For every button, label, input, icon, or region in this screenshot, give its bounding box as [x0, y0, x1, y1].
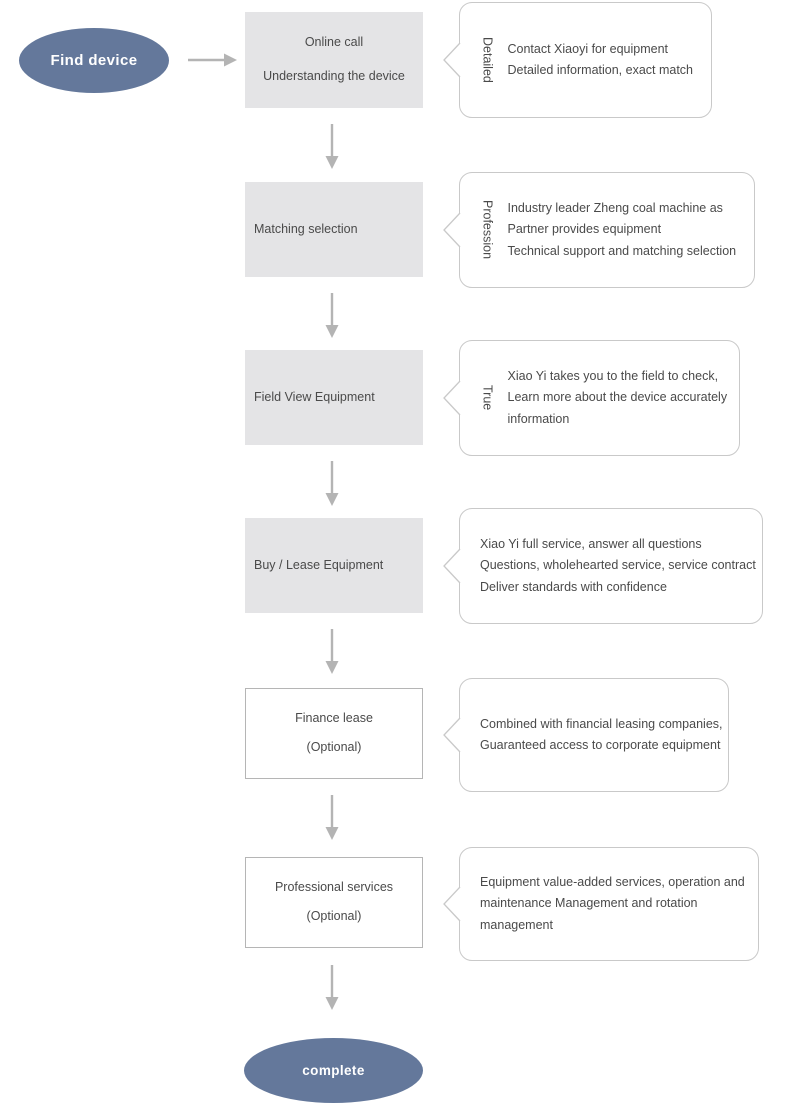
callout-tail-icon — [443, 42, 461, 78]
process-step-1[interactable]: Online call Understanding the device — [245, 12, 423, 108]
callout-detailed[interactable]: Detailed Contact Xiaoyi for equipment De… — [443, 2, 712, 118]
callout-5-body: Combined with financial leasing companie… — [460, 714, 737, 757]
callout-6-line-1: Equipment value-added services, operatio… — [480, 874, 745, 889]
callout-3-vertical-label: True — [480, 385, 495, 411]
arrow-down-step5-to-step6 — [325, 795, 339, 840]
arrow-down-step3-to-step4 — [325, 461, 339, 506]
callout-1-line-2: Detailed information, exact match — [507, 63, 694, 77]
callout-tail-icon — [443, 717, 461, 753]
process-step-1-line-1: Online call — [304, 35, 364, 50]
callout-2-line-3: Technical support and matching selection — [507, 243, 737, 258]
process-step-4-line-1: Buy / Lease Equipment — [254, 557, 384, 572]
end-node-label: complete — [302, 1063, 365, 1078]
callout-professional-services[interactable]: Equipment value-added services, operatio… — [443, 847, 759, 961]
process-step-3[interactable]: Field View Equipment — [245, 350, 423, 445]
process-step-5-finance-lease[interactable]: Finance lease (Optional) — [245, 688, 423, 779]
callout-profession[interactable]: Profession Industry leader Zheng coal ma… — [443, 172, 755, 288]
callout-2-body: Industry leader Zheng coal machine as Pa… — [502, 198, 751, 263]
process-step-5-line-1: Finance lease — [295, 711, 373, 726]
callout-tail-icon — [443, 548, 461, 584]
callout-4-body: Xiao Yi full service, answer all questio… — [460, 534, 770, 599]
callout-6-body: Equipment value-added services, operatio… — [460, 872, 759, 937]
callout-true[interactable]: True Xiao Yi takes you to the field to c… — [443, 340, 742, 456]
process-step-2[interactable]: Matching selection — [245, 182, 423, 277]
callout-3-line-2: Learn more about the device accurately — [507, 390, 728, 405]
callout-6-line-2: maintenance Management and rotation — [480, 896, 698, 911]
process-step-6-line-1: Professional services — [274, 880, 394, 895]
arrow-right-start-to-step1 — [188, 53, 237, 67]
process-step-4[interactable]: Buy / Lease Equipment — [245, 518, 423, 613]
callout-1-vertical-label: Detailed — [480, 37, 495, 83]
callout-4-line-1: Xiao Yi full service, answer all questio… — [480, 536, 702, 551]
process-step-1-line-2: Understanding the device — [263, 69, 405, 83]
callout-tail-icon — [443, 380, 461, 416]
callout-3-line-3: information — [507, 411, 570, 426]
callout-3-body: Xiao Yi takes you to the field to check,… — [502, 366, 742, 431]
callout-tail-icon — [443, 212, 461, 248]
callout-6-line-3: management — [480, 917, 553, 932]
arrow-down-step2-to-step3 — [325, 293, 339, 338]
process-step-5-optional-tag: (Optional) — [306, 740, 362, 754]
callout-2-vertical-label: Profession — [480, 200, 495, 260]
callout-5-line-2: Guaranteed access to corporate equipment — [480, 738, 721, 752]
callout-5-line-1: Combined with financial leasing companie… — [480, 716, 723, 731]
arrow-down-step1-to-step2 — [325, 124, 339, 169]
callout-4-line-2: Questions, wholehearted service, service… — [480, 558, 756, 573]
callout-1-line-1: Contact Xiaoyi for equipment — [507, 41, 669, 56]
callout-4-line-3: Deliver standards with confidence — [480, 579, 667, 594]
callout-tail-icon — [443, 886, 461, 922]
callout-finance-lease[interactable]: Combined with financial leasing companie… — [443, 678, 729, 792]
end-node-complete[interactable]: complete — [244, 1038, 423, 1103]
process-step-3-line-1: Field View Equipment — [254, 389, 375, 404]
callout-2-line-1: Industry leader Zheng coal machine as — [507, 200, 723, 215]
callout-3-line-1: Xiao Yi takes you to the field to check, — [507, 368, 719, 383]
process-step-6-professional-services[interactable]: Professional services (Optional) — [245, 857, 423, 948]
arrow-down-step6-to-complete — [325, 965, 339, 1010]
start-node-find-device[interactable]: Find device — [19, 28, 169, 93]
process-step-2-line-1: Matching selection — [254, 221, 358, 236]
arrow-down-step4-to-step5 — [325, 629, 339, 674]
callout-buy-lease[interactable]: Xiao Yi full service, answer all questio… — [443, 508, 763, 624]
start-node-label: Find device — [50, 52, 138, 69]
process-step-6-optional-tag: (Optional) — [306, 909, 362, 923]
callout-1-body: Contact Xiaoyi for equipment Detailed in… — [502, 39, 708, 82]
callout-2-line-2: Partner provides equipment — [507, 222, 662, 237]
